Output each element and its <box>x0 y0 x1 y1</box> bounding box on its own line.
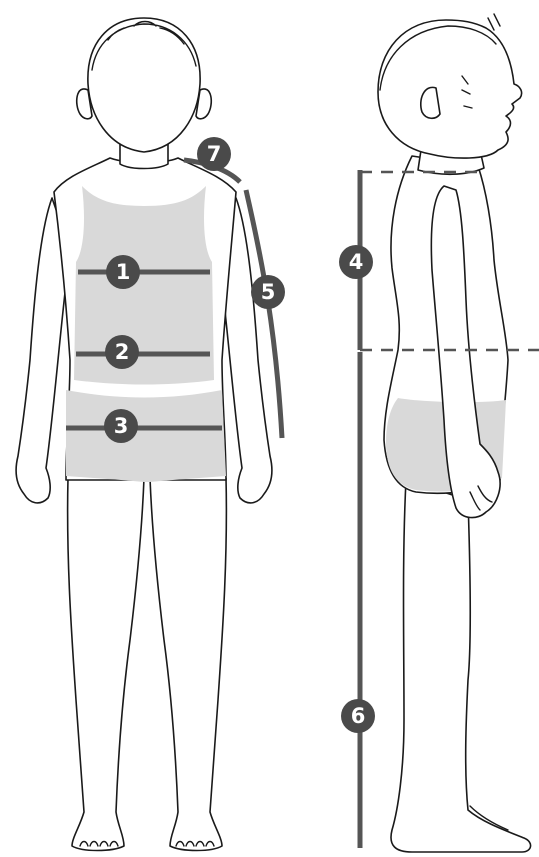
front-underpants <box>66 390 226 482</box>
badge-7-shoulder: 7 <box>197 137 231 171</box>
badge-1-label: 1 <box>116 260 131 284</box>
side-figure <box>378 14 531 852</box>
side-leg <box>391 480 531 852</box>
badge-2-waist: 2 <box>105 335 139 369</box>
badge-1-chest: 1 <box>106 255 140 289</box>
side-ear <box>421 87 440 118</box>
badge-6-body-height: 6 <box>341 699 375 733</box>
badge-5-arm-length: 5 <box>251 275 285 309</box>
badge-6-label: 6 <box>351 704 366 728</box>
badge-4-label: 4 <box>349 250 364 274</box>
badge-7-label: 7 <box>207 142 222 166</box>
badge-3-label: 3 <box>114 414 129 438</box>
badge-5-label: 5 <box>261 280 276 304</box>
badge-4-torso-height: 4 <box>339 245 373 279</box>
front-head <box>88 18 200 152</box>
front-right-leg <box>150 478 226 851</box>
side-head <box>378 20 522 158</box>
front-figure <box>16 18 272 851</box>
badge-3-hips: 3 <box>104 409 138 443</box>
badge-2-label: 2 <box>115 340 130 364</box>
front-left-leg <box>68 478 144 851</box>
